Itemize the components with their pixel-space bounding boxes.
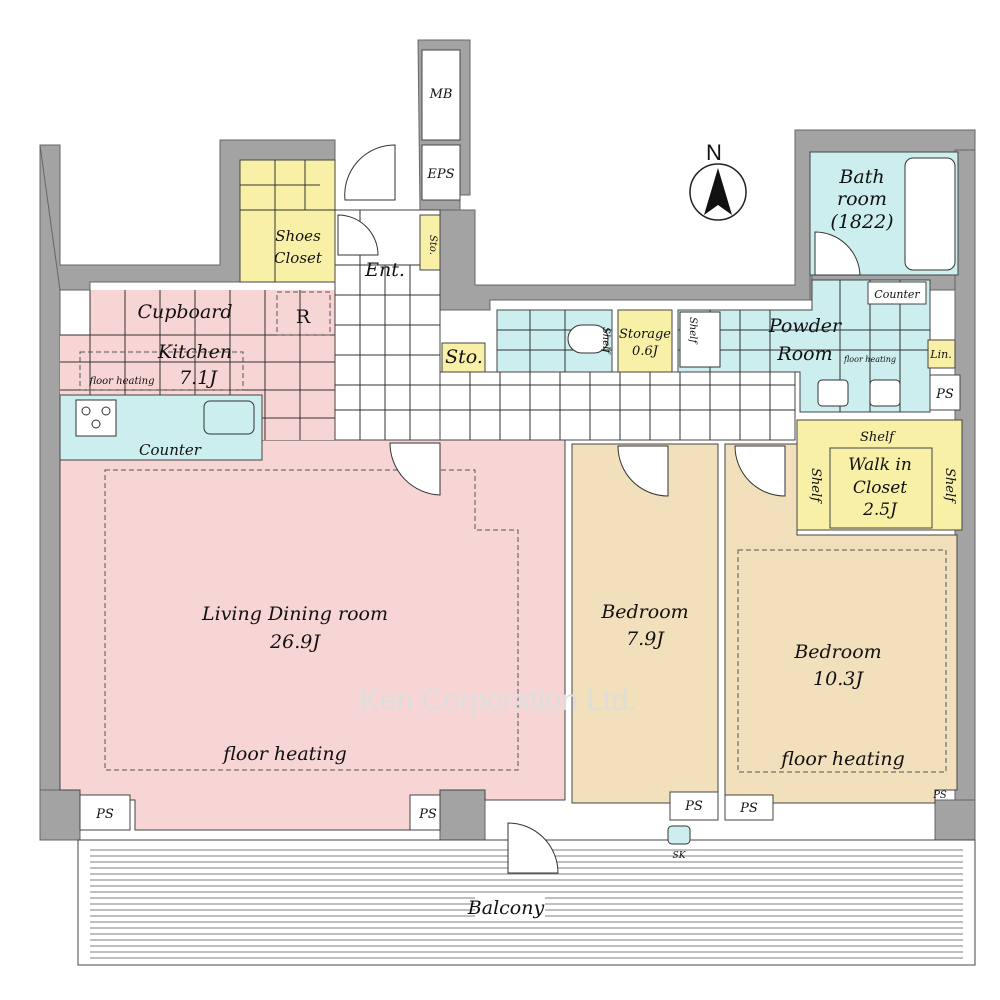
- label-balcony: Balcony: [467, 897, 545, 919]
- label-cupboard: Cupboard: [137, 301, 232, 323]
- label-shoes: Shoes: [275, 227, 321, 245]
- label-ldr-heating: floor heating: [221, 743, 347, 765]
- balcony: Balcony SK: [77, 822, 976, 966]
- label-ps: PS: [684, 799, 703, 814]
- label-sto-small: Sto.: [427, 235, 438, 255]
- label-kitchen-size: 7.1J: [179, 367, 218, 389]
- label-walk-in: Walk in: [848, 455, 912, 475]
- label-bedroom-1-size: 7.9J: [626, 628, 665, 650]
- sink-icon: [203, 400, 255, 435]
- label-bedroom-2: Bedroom: [793, 641, 881, 663]
- label-powder: Powder: [768, 315, 843, 337]
- shower-tray: [679, 311, 721, 368]
- label-counter: Counter: [139, 441, 202, 459]
- label-storage-size: 0.6J: [632, 344, 659, 359]
- label-closet: Closet: [853, 478, 907, 498]
- label-bathroom: room: [837, 188, 887, 210]
- balcony-door[interactable]: [507, 822, 559, 874]
- bathtub-icon: [904, 157, 956, 271]
- label-linen: Lin.: [929, 348, 951, 361]
- label-kitchen: Kitchen: [157, 341, 232, 363]
- label-shelf: Shelf: [860, 430, 896, 445]
- label-ps: PS: [95, 807, 114, 822]
- slop-sink-icon: [667, 825, 691, 845]
- label-bedroom-2-size: 10.3J: [813, 668, 864, 690]
- bedroom-2: Bedroom 10.3J floor heating PS PS PS: [669, 443, 958, 821]
- label-ldr: Living Dining room: [201, 603, 388, 625]
- kitchen: Cupboard R Kitchen 7.1J floor heating Co…: [59, 290, 335, 461]
- label-bath-size: (1822): [830, 211, 893, 233]
- toilet-icon: [567, 324, 609, 354]
- entrance-hall: Sto. Ent. Shoes Closet MB EPS: [239, 49, 796, 441]
- shoes-closet: [239, 159, 336, 283]
- label-room: Room: [776, 343, 832, 365]
- wet-area: Sto. Shelf Storage 0.6J Shelf Counter Po…: [441, 151, 961, 413]
- refrigerator-space: [276, 291, 331, 336]
- label-kitchen-heating: floor heating: [88, 376, 154, 387]
- label-shelf: Shelf: [808, 468, 823, 504]
- basin-icon: [869, 379, 901, 407]
- label-bedroom-2-heating: floor heating: [779, 748, 905, 770]
- label-ps: PS: [935, 387, 954, 402]
- front-door[interactable]: [344, 144, 396, 201]
- label-entrance: Ent.: [364, 259, 405, 281]
- label-counter-bath: Counter: [874, 288, 920, 301]
- label-sk: SK: [673, 851, 687, 861]
- label-shelf: Shelf: [687, 317, 698, 345]
- watermark: Ken Corporation Ltd.: [360, 684, 637, 717]
- label-wic-size: 2.5J: [862, 500, 898, 520]
- label-ps: PS: [932, 790, 947, 801]
- label-north: N: [706, 140, 722, 165]
- north-compass-icon: N: [689, 140, 747, 221]
- label-ps: PS: [739, 801, 758, 816]
- label-powder-heating: floor heating: [843, 355, 896, 364]
- label-refrigerator: R: [296, 306, 311, 328]
- label-shelf: Shelf: [942, 468, 957, 504]
- label-bedroom-1: Bedroom: [600, 601, 688, 623]
- label-storage: Storage: [619, 327, 671, 342]
- stove-icon: [75, 399, 117, 437]
- bedroom-1: Bedroom 7.9J: [571, 443, 719, 804]
- label-sto: Sto.: [445, 346, 483, 368]
- label-bath: Bath: [838, 166, 884, 188]
- label-closet: Closet: [274, 249, 323, 267]
- label-shelf: Shelf: [600, 327, 611, 355]
- walk-in-closet: Shelf Walk in Closet 2.5J Shelf Shelf: [796, 419, 963, 531]
- label-ldr-size: 26.9J: [269, 631, 321, 653]
- basin-icon: [817, 379, 849, 407]
- label-eps: EPS: [426, 167, 454, 182]
- living-dining-room: Living Dining room 26.9J floor heating P…: [59, 439, 566, 831]
- powder-room: [677, 279, 931, 413]
- label-mb: MB: [429, 87, 453, 102]
- label-ps: PS: [418, 807, 437, 822]
